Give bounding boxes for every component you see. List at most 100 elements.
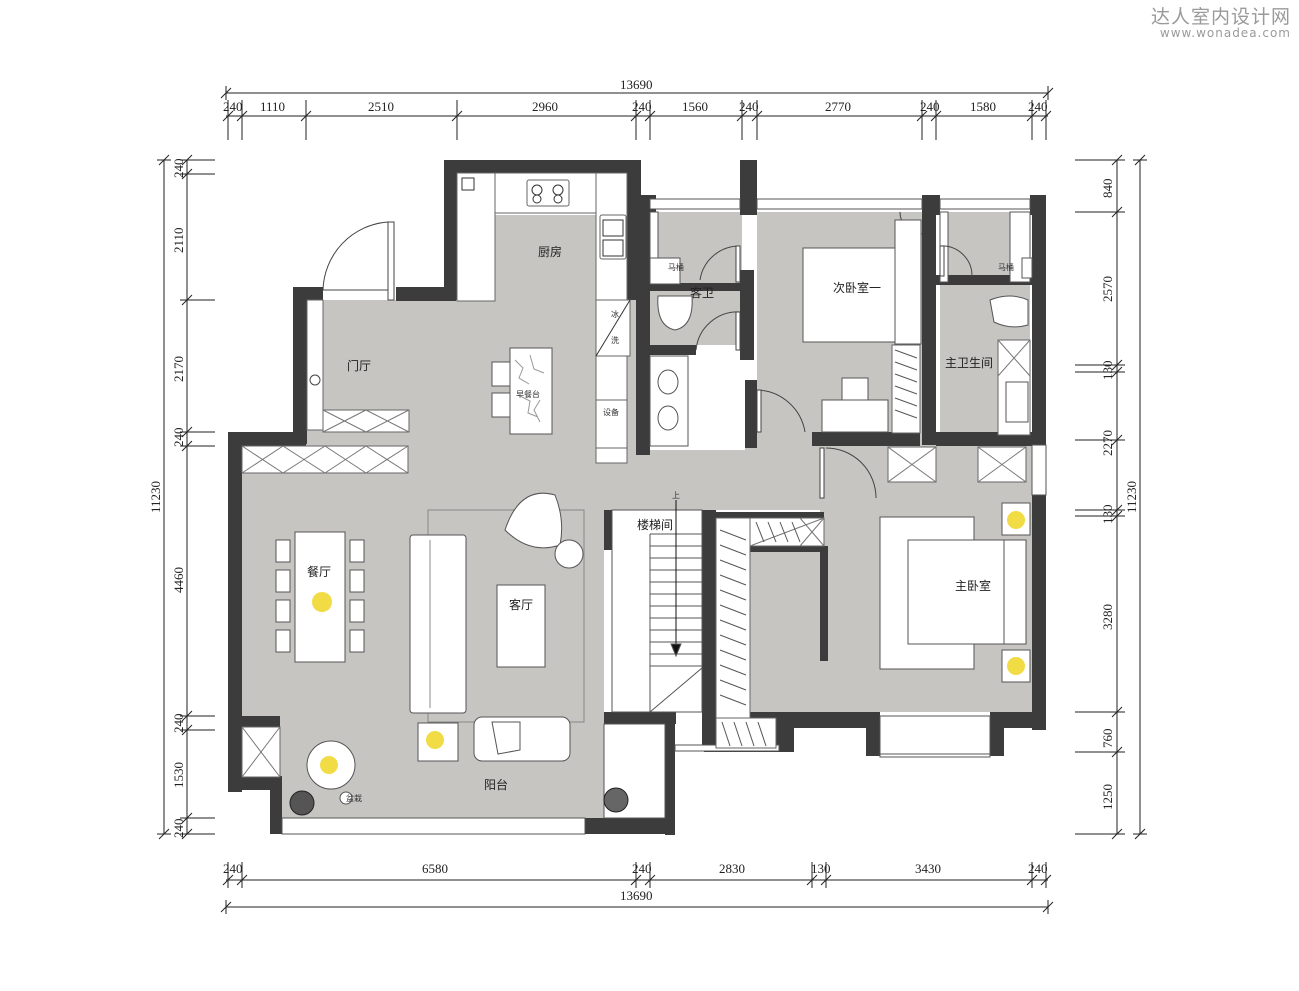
- label-plant: 盆栽: [346, 793, 362, 803]
- bathroom-fixtures: [649, 211, 1033, 447]
- lamps: [312, 511, 1025, 774]
- dim-bottom-seg: 6580: [422, 861, 448, 876]
- room-labels: 厨房 门厅 客卫 次卧室一 主卫生间 餐厅 客厅 楼梯间 主卧室 阳台 早餐台 …: [307, 244, 1014, 803]
- dim-right-seg: 130: [1100, 505, 1115, 525]
- dimension-tick: [644, 110, 656, 122]
- master-bedroom-furniture: [879, 502, 1031, 755]
- dimension-tick: [820, 874, 832, 886]
- dimension-tick: [1134, 828, 1146, 840]
- dim-right-seg: 3280: [1100, 604, 1115, 630]
- windows: [281, 198, 1047, 835]
- dim-top-seg: 1110: [260, 99, 285, 114]
- dimension-tick: [1042, 87, 1054, 99]
- dimension-tick: [1026, 874, 1038, 886]
- lamp-icon: [1007, 511, 1025, 529]
- watermark-url: www.wonadea.com: [1159, 26, 1291, 40]
- room-label-balcony: 阳台: [484, 777, 508, 792]
- dim-top-total: 13690: [620, 77, 653, 92]
- dimension-tick: [1042, 901, 1054, 913]
- bottom-dimensions: 240 6580 240 2830 130 3430 240 13690: [223, 861, 1048, 903]
- dimension-tick: [181, 294, 193, 306]
- cabinet-hatch: [241, 339, 1031, 778]
- label-toilet-a: 马桶: [668, 262, 684, 272]
- room-label-guest-bath: 客卫: [690, 285, 714, 300]
- dimension-tick: [1040, 874, 1052, 886]
- dimension-tick: [181, 710, 193, 722]
- dimension-tick: [220, 901, 232, 913]
- dimension-tick: [181, 828, 193, 840]
- dim-bottom-seg: 240: [632, 861, 652, 876]
- dimension-tick: [1111, 359, 1123, 371]
- dim-right-seg: 1250: [1100, 784, 1115, 810]
- dimension-tick: [300, 110, 312, 122]
- dimension-tick: [236, 874, 248, 886]
- dim-top-seg: 240: [920, 99, 940, 114]
- dim-top-seg: 2960: [532, 99, 558, 114]
- dim-right-seg: 2270: [1100, 430, 1115, 456]
- dim-right-seg: 840: [1100, 179, 1115, 199]
- dimension-tick: [630, 874, 642, 886]
- label-up: 上: [672, 491, 680, 500]
- dim-left-seg: 4460: [171, 567, 186, 593]
- dimension-tick: [451, 110, 463, 122]
- room-label-second-bedroom: 次卧室一: [833, 280, 881, 295]
- dimension-tick: [1111, 828, 1123, 840]
- label-toilet-b: 马桶: [998, 262, 1014, 272]
- dimension-tick: [736, 110, 748, 122]
- dimension-tick: [1111, 434, 1123, 446]
- dim-top-seg: 240: [632, 99, 652, 114]
- dim-top-seg: 1560: [682, 99, 708, 114]
- dimension-tick: [1111, 510, 1123, 522]
- dim-top-seg: 2770: [825, 99, 851, 114]
- room-label-kitchen: 厨房: [538, 244, 562, 259]
- kitchen-counters: [456, 172, 631, 464]
- dimension-tick: [181, 724, 193, 736]
- dimension-lines: [163, 92, 1141, 908]
- dim-left-seg: 240: [171, 428, 186, 448]
- lamp-icon: [426, 731, 444, 749]
- room-label-stairs: 楼梯间: [637, 517, 673, 532]
- watermark-title: 达人室内设计网: [1150, 6, 1291, 28]
- dim-bottom-seg: 240: [1028, 861, 1048, 876]
- dimension-tick: [181, 440, 193, 452]
- dim-top-seg: 240: [739, 99, 759, 114]
- dimension-tick: [751, 110, 763, 122]
- room-label-entry: 门厅: [347, 358, 371, 373]
- dimension-tick: [181, 168, 193, 180]
- dim-left-seg: 240: [171, 159, 186, 179]
- dimension-tick: [158, 154, 170, 166]
- dimension-tick: [916, 110, 928, 122]
- dim-bottom-seg: 2830: [719, 861, 745, 876]
- lamp-icon: [1007, 657, 1025, 675]
- dimension-tick: [1111, 504, 1123, 516]
- wardrobe-hangers: [719, 349, 918, 747]
- dimension-ticks: [157, 86, 1147, 914]
- room-label-dining: 餐厅: [307, 564, 331, 579]
- dim-top-seg: 240: [1028, 99, 1048, 114]
- dim-top-seg: 1580: [970, 99, 996, 114]
- staircase: [611, 500, 703, 713]
- dimension-tick: [1111, 154, 1123, 166]
- label-washer: 洗: [611, 335, 619, 345]
- dim-right-total: 11230: [1124, 481, 1139, 513]
- dimension-tick: [806, 874, 818, 886]
- dim-bottom-total: 13690: [620, 888, 653, 903]
- dim-left-seg: 240: [171, 819, 186, 839]
- dimension-tick: [158, 828, 170, 840]
- dimension-tick: [222, 110, 234, 122]
- dimension-tick: [1040, 110, 1052, 122]
- dim-right-seg: 2570: [1100, 276, 1115, 302]
- room-label-master-bath: 主卫生间: [945, 356, 993, 370]
- second-bedroom-furniture: [802, 219, 922, 433]
- dimension-tick: [1026, 110, 1038, 122]
- dimension-tick: [1111, 706, 1123, 718]
- lamp-icon: [312, 592, 332, 612]
- room-label-living: 客厅: [509, 597, 533, 612]
- room-label-master-bedroom: 主卧室: [955, 578, 991, 593]
- dim-top-seg: 2510: [368, 99, 394, 114]
- kitchen-details: [461, 177, 631, 357]
- living-room-furniture: [409, 492, 585, 762]
- right-dimensions: 840 2570 130 2270 130 3280 760 1250 1123…: [1100, 179, 1139, 811]
- dimension-tick: [930, 110, 942, 122]
